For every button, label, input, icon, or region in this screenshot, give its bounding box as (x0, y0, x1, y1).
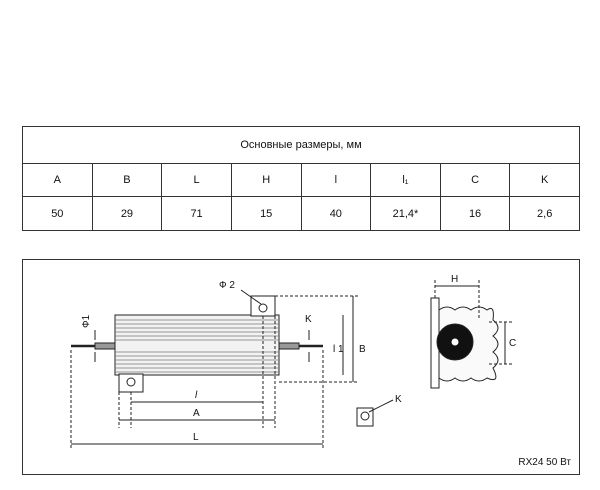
table-header-row: A B L H l l₁ C K (22, 163, 580, 197)
value-cell: 21,4* (370, 196, 441, 231)
fins (115, 319, 279, 373)
h-label: H (451, 274, 458, 285)
header-cell: A (22, 163, 93, 197)
b-label: B (359, 344, 366, 355)
k-detail-hole-icon (360, 411, 370, 421)
phi2-leader (240, 289, 262, 305)
phi2-label: Ф 2 (219, 280, 235, 291)
value-cell: 71 (161, 196, 232, 231)
header-cell: B (91, 163, 163, 197)
l1-label: l 1 (333, 344, 344, 355)
table-title: Основные размеры, мм (22, 126, 580, 164)
l-label: l (195, 390, 198, 401)
k-detail-leader (368, 399, 394, 413)
k-detail-tab (356, 407, 374, 427)
a-label: A (193, 408, 200, 419)
left-terminal (94, 342, 116, 350)
c-label: C (509, 338, 516, 349)
header-cell: C (439, 163, 511, 197)
L-label: L (193, 432, 199, 443)
drawing-svg: Ф 2 Ф1 K l 1 B l A L H C K (70, 274, 516, 450)
dimensions-table: Основные размеры, мм A B L H l l₁ C K 50… (22, 126, 580, 231)
bottom-left-flange (118, 373, 144, 393)
header-cell: H (230, 163, 302, 197)
table-row: 50 29 71 15 40 21,4* 16 2,6 (22, 196, 580, 231)
mounting-hole-icon (126, 377, 136, 387)
drawing-caption: RX24 50 Вт (518, 457, 571, 468)
end-view-center (451, 338, 459, 346)
value-cell: 40 (300, 196, 372, 231)
technical-drawing: Ф 2 Ф1 K l 1 B l A L H C K RX24 50 Вт (22, 259, 580, 475)
value-cell: 16 (439, 196, 511, 231)
header-cell: l (300, 163, 372, 197)
header-cell: L (161, 163, 232, 197)
value-cell: 50 (22, 196, 93, 231)
right-terminal (278, 342, 300, 350)
resistor-body (114, 314, 280, 376)
value-cell: 29 (91, 196, 163, 231)
header-cell: K (509, 163, 580, 197)
mounting-hole-icon (258, 303, 268, 313)
value-cell: 15 (230, 196, 302, 231)
phi1-label: Ф1 (81, 314, 92, 328)
header-cell: l₁ (370, 163, 441, 197)
k-top-label: K (305, 314, 312, 325)
value-cell: 2,6 (509, 196, 580, 231)
k-detail-label: K (395, 394, 402, 405)
